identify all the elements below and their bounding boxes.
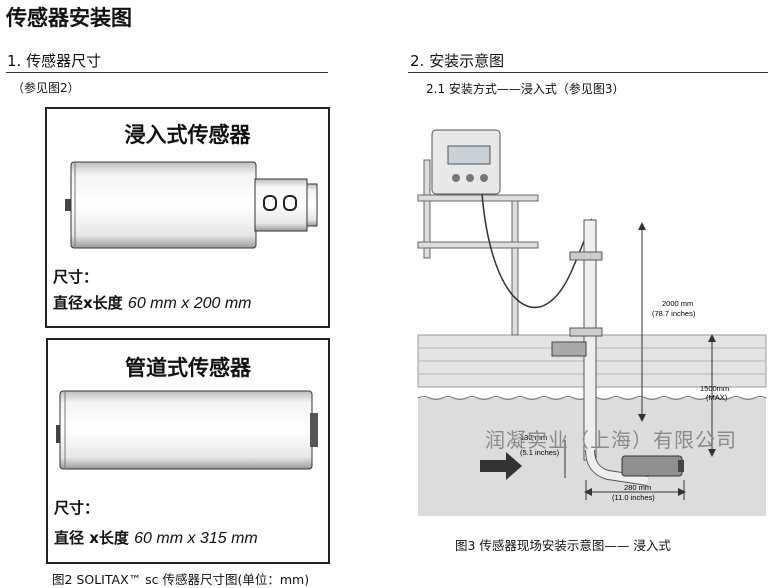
pipeline-size-label: 尺寸： <box>54 499 100 517</box>
dim-2000-value: 2000 mm <box>662 299 693 308</box>
dim-130-value: 130 mm <box>520 433 547 442</box>
dim-1500-value: 1500mm <box>700 384 729 393</box>
installation-diagram: 2000 mm (78.7 inches) 1500mm (MAX) 130 m… <box>417 129 767 516</box>
immersion-dims-value: 60 mm x 200 mm <box>127 295 252 312</box>
section-divider-right <box>408 72 768 73</box>
dim-280-inches: (11.0 inches) <box>612 493 655 502</box>
section-heading-installation: 2. 安装示意图 <box>410 52 505 70</box>
immersion-sensor-drawing <box>65 161 318 249</box>
installation-method-subheading: 2.1 安装方式——浸入式（参见图3） <box>426 82 625 96</box>
dim-130-inches: (5.1 inches) <box>520 448 560 457</box>
pipeline-dimensions: 直径 x长度 60 mm x 315 mm <box>54 527 258 548</box>
immersion-size-label: 尺寸： <box>53 268 99 286</box>
immersion-sensor-title: 浸入式传感器 <box>124 123 251 147</box>
pipeline-dims-prefix: 直径 x长度 <box>54 529 129 547</box>
immersion-dimensions: 直径x长度 60 mm x 200 mm <box>53 292 252 313</box>
pipeline-sensor-card: 管道式传感器 尺寸： 直径 x长度 60 mm x 315 mm <box>46 338 330 564</box>
dim-1500-note: (MAX) <box>706 393 728 402</box>
immersion-dims-prefix: 直径x长度 <box>53 294 123 312</box>
reference-note-fig2: （参见图2） <box>12 81 80 95</box>
section-heading-dimensions: 1. 传感器尺寸 <box>7 52 102 70</box>
page-title: 传感器安装图 <box>6 6 132 30</box>
pipeline-dims-value: 60 mm x 315 mm <box>134 530 258 547</box>
section-divider-left <box>6 72 328 73</box>
dim-2000-inches: (78.7 inches) <box>652 309 696 318</box>
pipeline-sensor-drawing <box>56 390 318 470</box>
immersion-sensor-card: 浸入式传感器 尺寸： 直径x长度 60 mm x 200 mm <box>45 107 330 328</box>
figure3-caption: 图3 传感器现场安装示意图—— 浸入式 <box>455 538 671 553</box>
pipeline-sensor-title: 管道式传感器 <box>125 356 251 380</box>
dim-280-value: 280 mm <box>624 483 651 492</box>
figure2-caption: 图2 SOLITAX™ sc 传感器尺寸图(单位：mm) <box>52 572 310 587</box>
company-watermark: 润凝实业（上海）有限公司 <box>485 428 737 452</box>
